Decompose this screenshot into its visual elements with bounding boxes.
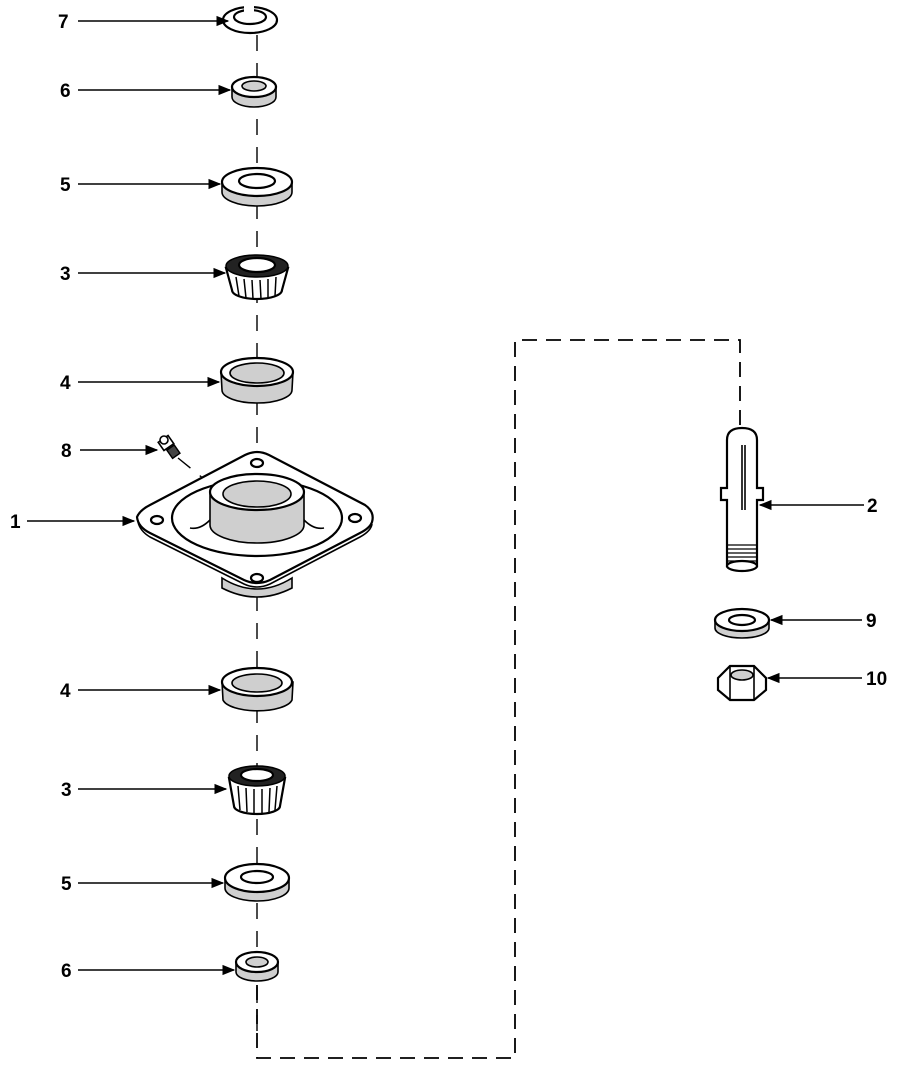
washer-top-part	[220, 166, 294, 207]
assembly-connection-dashed-line	[256, 339, 741, 1059]
bearing-cup-bottom-part	[220, 666, 294, 712]
washer-bottom-part	[223, 862, 291, 902]
bearing-cone-bottom-part	[227, 765, 287, 816]
callout-6-bottom: 6	[61, 961, 72, 982]
callout-4-bottom: 4	[60, 681, 71, 702]
callout-labels: 7 6 5 3 4 8 1 2 4 3 5 6 9 10	[10, 12, 887, 982]
callout-7: 7	[58, 12, 69, 33]
callout-3: 3	[60, 264, 71, 285]
bearing-cup-top-part	[219, 356, 295, 404]
callout-5: 5	[60, 175, 71, 196]
callout-8: 8	[61, 441, 72, 462]
seal-top-part	[230, 75, 278, 108]
callout-leaders	[27, 15, 864, 976]
callout-1: 1	[10, 512, 21, 533]
bearing-cone-top-part	[224, 254, 290, 301]
callout-6: 6	[60, 81, 71, 102]
spindle-nut-part	[716, 664, 768, 702]
callout-9: 9	[866, 611, 877, 632]
grease-fitting-part	[157, 434, 181, 460]
housing-part	[135, 450, 374, 598]
snap-ring-part	[221, 3, 279, 35]
callout-4: 4	[60, 373, 71, 394]
seal-bottom-part	[234, 950, 280, 982]
callout-2: 2	[867, 496, 878, 517]
callout-3-bottom: 3	[61, 780, 72, 801]
spindle-part	[719, 426, 765, 573]
grease-fitting-leader	[177, 457, 221, 493]
spindle-washer-part	[713, 607, 771, 639]
callout-5-bottom: 5	[61, 874, 72, 895]
callout-10: 10	[866, 669, 887, 690]
